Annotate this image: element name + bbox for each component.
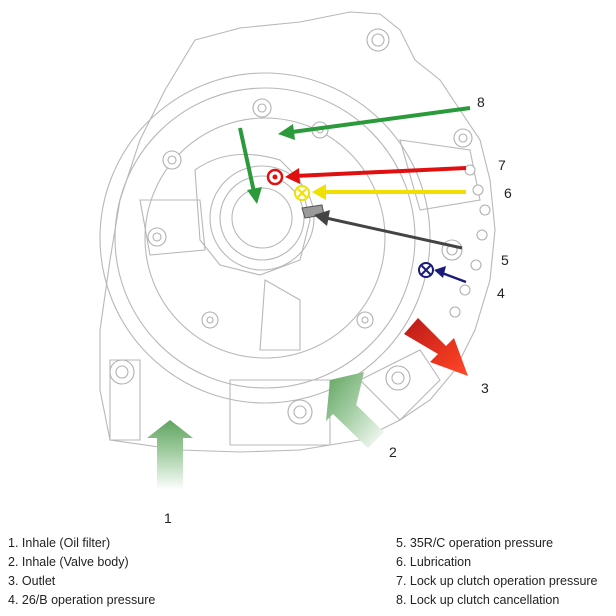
lockup-cancellation-arrows [238, 106, 471, 204]
callout-7: 7 [498, 157, 506, 173]
callout-3: 3 [481, 380, 489, 396]
legend-item: 1. Inhale (Oil filter) [8, 536, 111, 550]
callout-8: 8 [477, 94, 485, 110]
legend-item: 8. Lock up clutch cancellation [396, 593, 560, 607]
housing-outline [99, 11, 496, 453]
lockup-operation-port [266, 166, 467, 186]
legend-item: 6. Lubrication [396, 555, 472, 569]
inhale-oil-filter-arrow [147, 420, 193, 490]
legend-item: 7. Lock up clutch operation pressure [396, 574, 598, 588]
callout-4: 4 [497, 285, 505, 301]
callout-2: 2 [389, 444, 397, 460]
inhale-valve-body-arrow [326, 372, 384, 448]
legend-item: 5. 35R/C operation pressure [396, 536, 554, 550]
legend-right-column: 5. 35R/C operation pressure 6. Lubricati… [396, 534, 598, 610]
pump-housing-diagram [99, 11, 496, 490]
legend-item: 2. Inhale (Valve body) [8, 555, 129, 569]
rc35-pressure-port [301, 204, 463, 250]
callout-5: 5 [501, 252, 509, 268]
legend-item: 4. 26/B operation pressure [8, 593, 156, 607]
outlet-arrow [404, 318, 468, 376]
bolt-holes [109, 28, 491, 425]
legend: 1. Inhale (Oil filter) 2. Inhale (Valve … [0, 534, 616, 616]
callout-6: 6 [504, 185, 512, 201]
legend-item: 3. Outlet [8, 574, 56, 588]
callout-1: 1 [164, 510, 172, 526]
b26-pressure-port [418, 262, 467, 284]
lubrication-port [294, 184, 466, 201]
legend-left-column: 1. Inhale (Oil filter) 2. Inhale (Valve … [8, 534, 155, 610]
